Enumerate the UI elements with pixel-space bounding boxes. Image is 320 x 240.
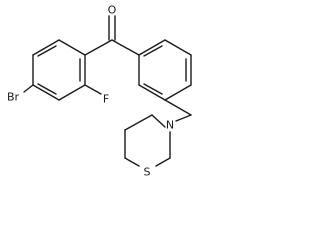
ring-a-bond: [58, 39, 86, 56]
ring-b-inner-bond: [143, 45, 163, 57]
ring-b-bond: [164, 84, 192, 101]
thiomorpholine-bond: [155, 157, 171, 167]
bromine-label: Br: [7, 91, 20, 104]
thiomorpholine-bond: [151, 114, 166, 128]
ring-a-inner-bond: [37, 83, 57, 95]
fluorine-label: F: [103, 93, 109, 106]
nitrogen-label: N: [166, 119, 174, 132]
atom-bromine: Br: [7, 91, 20, 104]
bond-fluorine: [84, 84, 102, 95]
bond-carbonyl-ring-a: [84, 39, 113, 56]
ring-b-bond: [164, 39, 192, 56]
atom-nitrogen: N: [166, 119, 174, 132]
ring-a-bond: [32, 84, 60, 101]
ring-b-bond: [138, 39, 166, 56]
bond-methylene-2: [175, 114, 192, 122]
atom-fluorine: F: [103, 93, 109, 106]
ring-b-inner-bond: [143, 83, 163, 95]
thiomorpholine-bond: [124, 157, 140, 167]
bond-methylene-1: [164, 99, 192, 116]
thiomorpholine-ring: [124, 114, 171, 167]
ring-a: [32, 39, 86, 101]
ring-a-bond: [58, 84, 86, 101]
ring-a-inner-bond: [37, 45, 57, 57]
atom-sulfur: S: [144, 166, 151, 179]
ring-a-bond: [32, 39, 60, 56]
thiomorpholine-bond: [124, 114, 153, 131]
ring-b-bond: [138, 84, 166, 101]
chemical-structure: O F Br N S: [7, 4, 192, 179]
ring-b: [138, 39, 192, 101]
bond-carbonyl-ring-b: [111, 39, 140, 56]
bond-bromine: [23, 84, 34, 93]
atom-oxygen: O: [108, 4, 117, 17]
oxygen-label: O: [108, 4, 117, 17]
sulfur-label: S: [144, 166, 151, 179]
